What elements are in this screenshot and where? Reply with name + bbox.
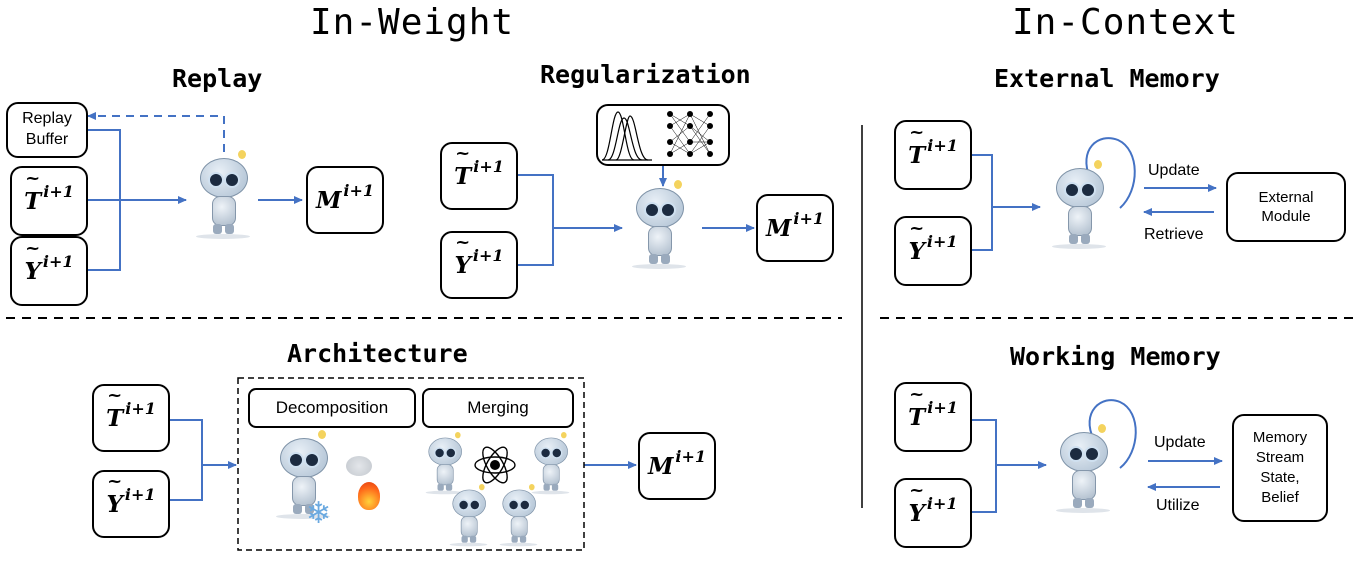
architecture-t-superscript: i+1 — [125, 398, 156, 418]
working-memory-title: Working Memory — [1010, 342, 1221, 371]
replay-t-box: Ti+1 — [10, 166, 88, 236]
merging-robot-icon-2 — [526, 432, 575, 495]
working-t-base: T — [908, 404, 925, 431]
regularization-t-box: Ti+1 — [440, 142, 518, 210]
merging-robot-icon-1 — [420, 432, 469, 495]
replay-m-base: M — [315, 186, 342, 214]
working-y-base: Y — [908, 500, 924, 527]
regularization-y-box: Yi+1 — [440, 231, 518, 299]
architecture-y-superscript: i+1 — [124, 484, 156, 504]
regularization-robot-icon — [624, 180, 694, 270]
in-weight-title: In-Weight — [310, 2, 515, 43]
regularization-m-superscript: i+1 — [793, 208, 825, 228]
replay-t-superscript: i+1 — [43, 181, 74, 201]
external-memory-title: External Memory — [994, 64, 1220, 93]
regularization-y-base: Y — [454, 252, 470, 279]
regularization-y-superscript: i+1 — [472, 245, 504, 265]
architecture-frame — [237, 377, 585, 551]
distribution-network-icon — [601, 111, 713, 161]
working-t-box: Ti+1 — [894, 382, 972, 452]
architecture-y-box: Yi+1 — [92, 470, 170, 538]
external-y-base: Y — [908, 238, 924, 265]
merging-robot-icon-3 — [444, 484, 493, 547]
regularization-t-superscript: i+1 — [473, 156, 504, 176]
working-robot-icon — [1048, 424, 1118, 514]
external-robot-icon — [1044, 160, 1114, 250]
working-t-superscript: i+1 — [927, 397, 958, 417]
replay-t-base: T — [24, 188, 41, 215]
external-y-superscript: i+1 — [926, 231, 958, 251]
architecture-m-base: M — [647, 452, 674, 480]
memory-stream-box: Memory Stream State, Belief — [1232, 414, 1328, 522]
replay-feedback-dashed — [87, 112, 225, 152]
replay-robot-icon — [188, 150, 258, 240]
snowflake-icon: ❄ — [306, 497, 332, 530]
working-utilize-label: Utilize — [1156, 497, 1200, 514]
replay-m-superscript: i+1 — [343, 180, 375, 200]
architecture-y-base: Y — [106, 491, 122, 518]
external-module-box: External Module — [1226, 172, 1346, 242]
regularization-title: Regularization — [540, 60, 751, 89]
replay-y-superscript: i+1 — [42, 251, 74, 271]
external-retrieve-label: Retrieve — [1144, 226, 1204, 243]
merging-box: Merging — [422, 388, 574, 428]
replay-y-box: Yi+1 — [10, 236, 88, 306]
working-y-box: Yi+1 — [894, 478, 972, 548]
replay-y-base: Y — [24, 258, 40, 285]
smoke-icon — [346, 456, 372, 476]
regularization-methods-box — [596, 104, 730, 166]
regularization-t-base: T — [454, 163, 471, 190]
external-t-base: T — [908, 142, 925, 169]
regularization-m-base: M — [765, 214, 792, 242]
architecture-t-base: T — [106, 405, 123, 432]
external-y-box: Yi+1 — [894, 216, 972, 286]
architecture-title: Architecture — [287, 339, 468, 368]
architecture-t-box: Ti+1 — [92, 384, 170, 452]
working-update-label: Update — [1154, 434, 1206, 451]
external-t-superscript: i+1 — [927, 135, 958, 155]
external-t-box: Ti+1 — [894, 120, 972, 190]
merging-robot-icon-4 — [494, 484, 543, 547]
decomposition-robot-icon — [268, 430, 338, 520]
replay-title: Replay — [172, 64, 263, 93]
working-y-superscript: i+1 — [926, 493, 958, 513]
replay-buffer-box: Replay Buffer — [6, 102, 88, 158]
fire-icon — [358, 482, 380, 510]
decomposition-box: Decomposition — [248, 388, 416, 428]
atom-icon — [474, 446, 516, 484]
architecture-m-superscript: i+1 — [675, 446, 707, 466]
in-context-title: In-Context — [1012, 2, 1239, 43]
external-update-label: Update — [1148, 162, 1200, 179]
